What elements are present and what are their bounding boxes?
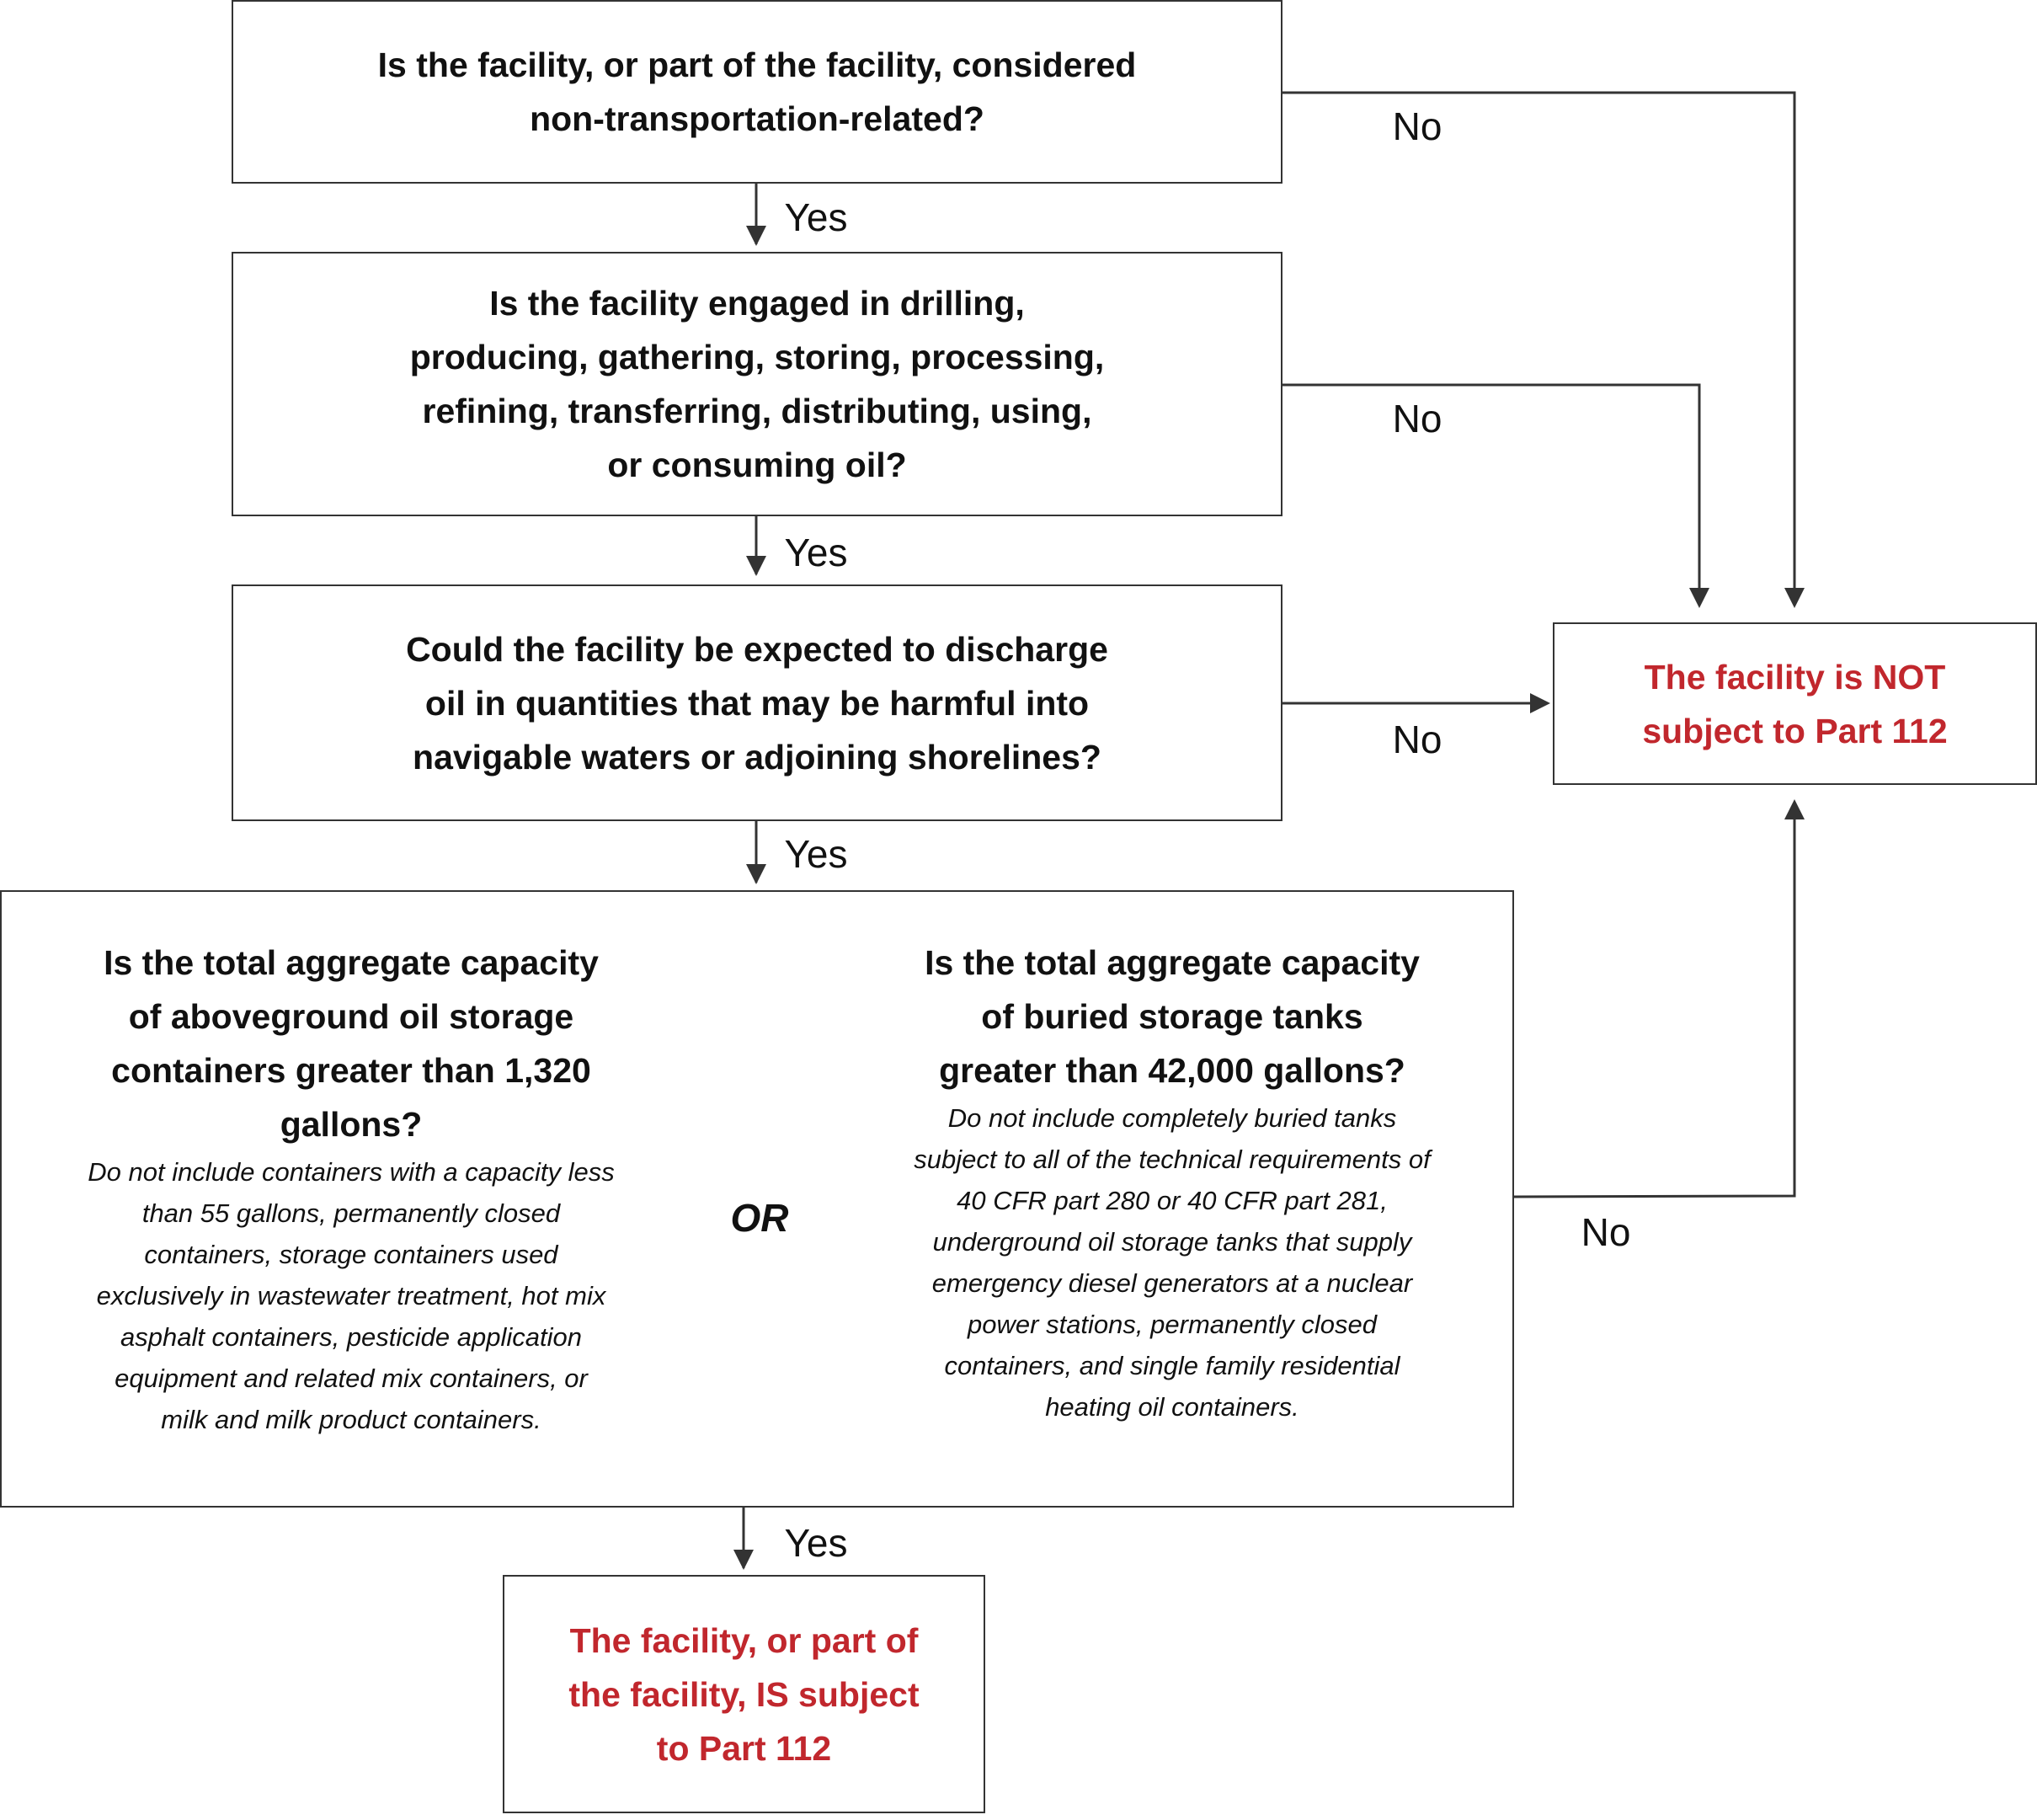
text-line: refining, transferring, distributing, us…: [422, 392, 1092, 430]
text-line: containers, storage containers used: [144, 1240, 558, 1269]
text-line: oil in quantities that may be harmful in…: [424, 683, 1090, 723]
text-line: Is the facility engaged in drilling,: [489, 284, 1025, 323]
text-line: navigable waters or adjoining shorelines…: [413, 737, 1101, 777]
no-label: No: [1581, 1210, 1631, 1254]
text-line: 40 CFR part 280 or 40 CFR part 281,: [957, 1186, 1388, 1215]
buried-question: Is the total aggregate capacity of burie…: [925, 936, 1420, 1097]
text-line: equipment and related mix containers, or: [115, 1364, 588, 1393]
question-capacity: Is the total aggregate capacity of above…: [0, 890, 1514, 1508]
yes-label: Yes: [784, 1521, 848, 1565]
text-line: heating oil containers.: [1045, 1392, 1299, 1422]
text-line: producing, gathering, storing, processin…: [409, 338, 1105, 376]
text-line: asphalt containers, pesticide applicatio…: [120, 1322, 582, 1352]
text-line: The facility, or part of: [569, 1620, 919, 1660]
text-line: power stations, permanently closed: [968, 1310, 1377, 1339]
text-line: or consuming oil?: [607, 446, 907, 484]
yes-label: Yes: [784, 531, 848, 574]
buried-note: Do not include completely buried tanks s…: [914, 1097, 1430, 1428]
text-line: emergency diesel generators at a nuclear: [931, 1268, 1413, 1298]
text-line: milk and milk product containers.: [161, 1405, 541, 1434]
text-line: the facility, IS subject: [568, 1674, 920, 1714]
text-line: non-transportation-related?: [530, 99, 984, 138]
text-line: containers greater than 1,320: [111, 1051, 591, 1090]
arrow-q2-no: [1282, 383, 1701, 605]
aboveground-note: Do not include containers with a capacit…: [88, 1151, 615, 1440]
buried-capacity: Is the total aggregate capacity of burie…: [844, 936, 1501, 1428]
or-label: OR: [730, 1196, 789, 1240]
text-line: greater than 42,000 gallons?: [939, 1051, 1405, 1090]
no-label: No: [1392, 397, 1442, 440]
text-line: containers, and single family residentia…: [944, 1351, 1400, 1380]
text-line: The facility is NOT: [1644, 657, 1946, 697]
text-line: subject to all of the technical requirem…: [914, 1145, 1431, 1174]
aboveground-question: Is the total aggregate capacity of above…: [104, 936, 599, 1151]
text-line: gallons?: [280, 1105, 423, 1144]
text-line: Is the facility, or part of the facility…: [377, 45, 1137, 84]
text-line: Is the total aggregate capacity: [104, 943, 599, 982]
yes-label: Yes: [784, 195, 848, 239]
question-discharge: Could the facility be expected to discha…: [232, 584, 1282, 821]
text-line: Do not include containers with a capacit…: [88, 1157, 615, 1187]
text-line: of aboveground oil storage: [128, 997, 574, 1036]
text-line: underground oil storage tanks that suppl…: [932, 1227, 1412, 1257]
arrow-q1-no: [1282, 91, 1796, 605]
text-line: subject to Part 112: [1642, 711, 1948, 750]
text-line: to Part 112: [656, 1728, 832, 1768]
text-line: of buried storage tanks: [981, 997, 1363, 1036]
no-label: No: [1392, 104, 1442, 148]
text-line: Could the facility be expected to discha…: [406, 629, 1108, 669]
aboveground-capacity: Is the total aggregate capacity of above…: [19, 936, 684, 1440]
arrow-q4-no: [1513, 802, 1796, 1198]
no-label: No: [1392, 718, 1442, 761]
yes-label: Yes: [784, 832, 848, 876]
result-not-subject: The facility is NOT subject to Part 112: [1553, 622, 2037, 785]
text-line: Is the total aggregate capacity: [925, 943, 1420, 982]
text-line: than 55 gallons, permanently closed: [141, 1198, 561, 1228]
question-non-transportation: Is the facility, or part of the facility…: [232, 0, 1282, 184]
question-oil-activities: Is the facility engaged in drilling, pro…: [232, 252, 1282, 516]
result-is-subject: The facility, or part of the facility, I…: [503, 1575, 985, 1813]
text-line: exclusively in wastewater treatment, hot…: [96, 1281, 606, 1310]
text-line: Do not include completely buried tanks: [947, 1103, 1397, 1133]
